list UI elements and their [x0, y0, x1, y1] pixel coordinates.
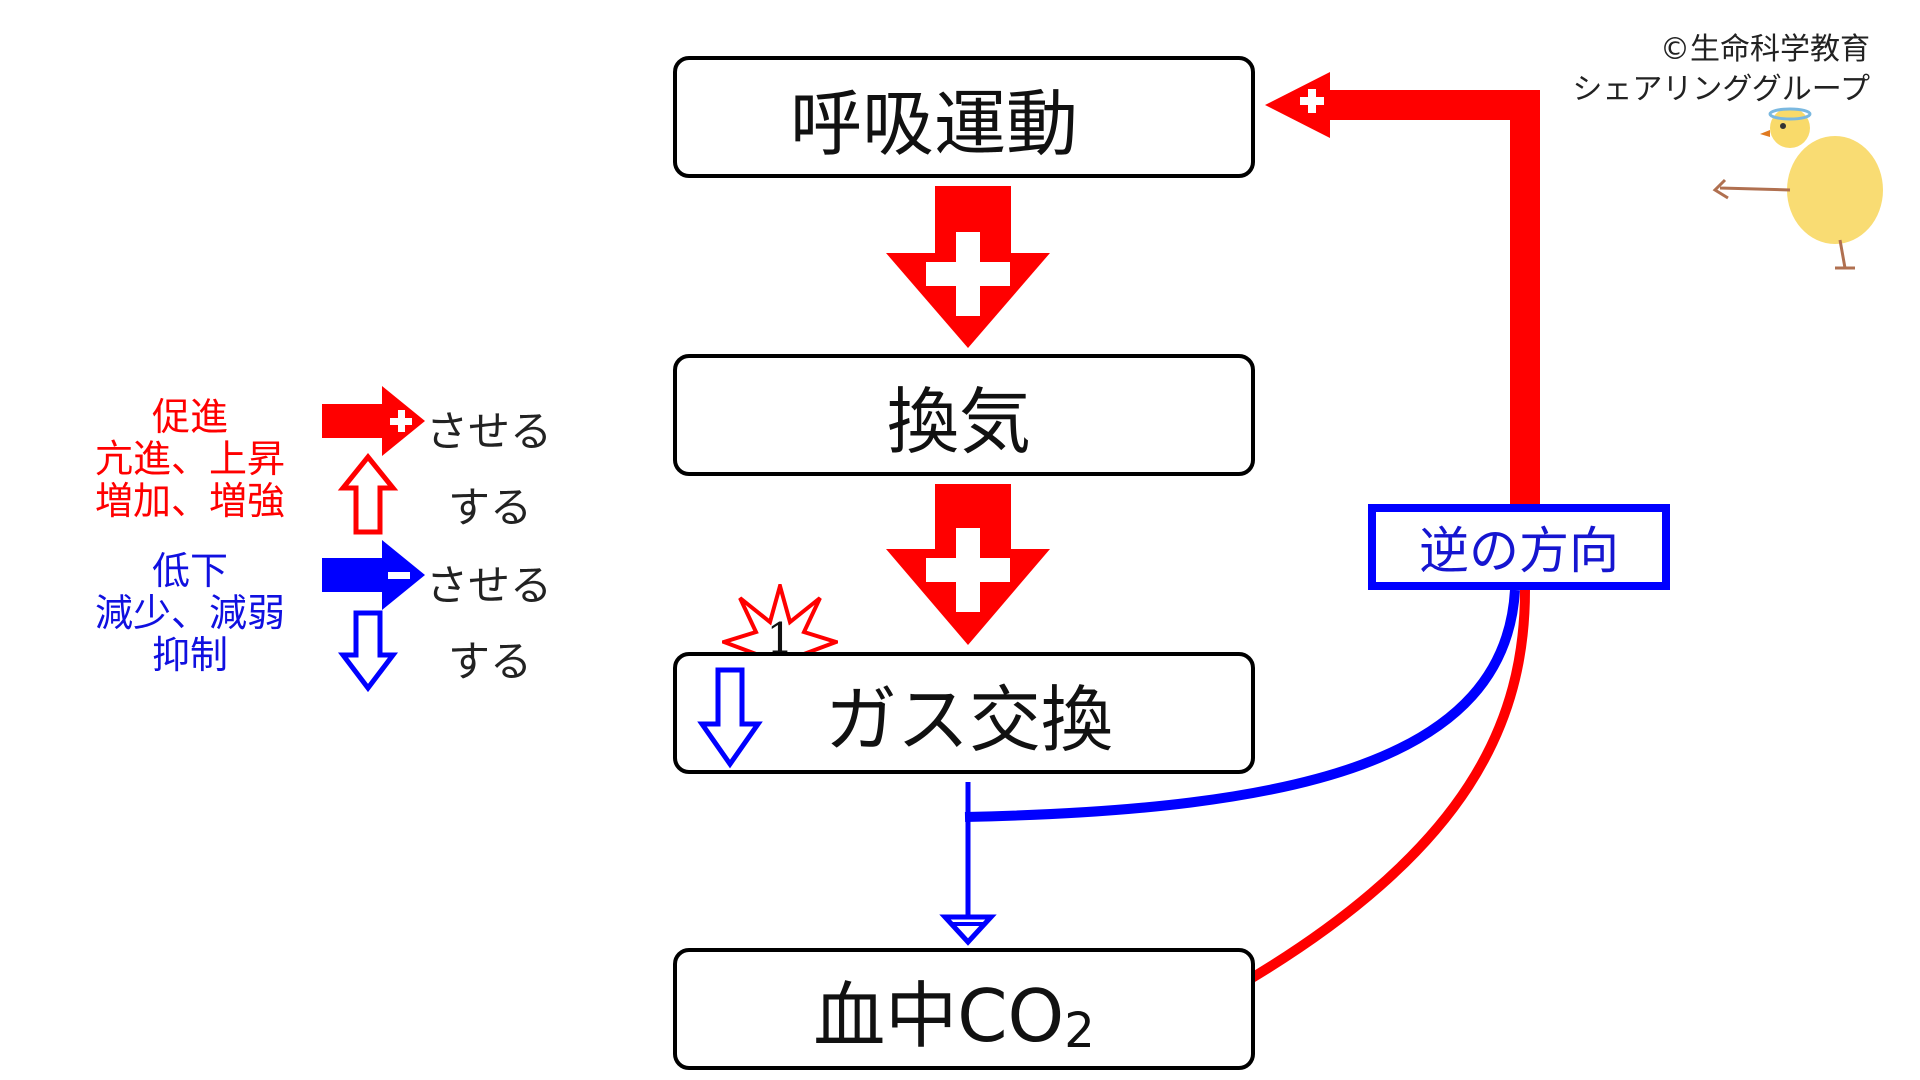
reverse-direction-label: 逆の方向 [1419, 522, 1619, 580]
legend-minus-arrow-icon [322, 540, 425, 610]
legend-hollow-down-arrow-icon [337, 610, 399, 693]
legend-causes-1: させる [426, 407, 553, 456]
gas-exchange-box: ガス交換 [673, 652, 1255, 774]
blue-small-arrowhead [939, 914, 997, 946]
feedback-red-curve [1237, 589, 1530, 990]
feedback-plus-arrowhead [1265, 72, 1330, 138]
legend-decrease-line2: 減少、減弱 [94, 591, 285, 635]
legend-plus-arrow-icon [322, 386, 425, 456]
legend-does-2: する [448, 637, 533, 686]
legend-decrease-line3: 抑制 [151, 633, 228, 677]
legend-decrease-line1: 低下 [151, 549, 228, 593]
respiratory-movement-label: 呼吸運動 [789, 81, 1078, 166]
ventilation-box: 換気 [673, 354, 1255, 476]
copyright-line2: シェアリンググループ [1572, 72, 1870, 107]
reverse-blue-curve [964, 589, 1520, 822]
legend-increase-line2: 増加、増強 [94, 479, 285, 523]
respiratory-movement-box: 呼吸運動 [673, 56, 1255, 178]
plus-arrow-icon [886, 484, 1050, 645]
legend-causes-2: させる [426, 561, 553, 610]
hollow-down-arrow-icon [697, 667, 763, 769]
legend-promote-label: 促進 [151, 395, 228, 439]
legend-increase-line1: 亢進、上昇 [94, 437, 285, 481]
reverse-direction-box: 逆の方向 [1368, 504, 1670, 590]
legend-hollow-up-arrow-icon [337, 453, 399, 535]
legend-does-1: する [448, 483, 533, 532]
plus-arrow-icon [886, 186, 1050, 348]
copyright-line1: ©生命科学教育 [1660, 32, 1870, 67]
blood-co2-label: 血中CO [813, 973, 1065, 1058]
copyright: ©生命科学教育 シェアリンググループ [1572, 30, 1870, 110]
feedback-red-line [1320, 90, 1540, 510]
ventilation-label: 換気 [886, 379, 1031, 464]
chick-illustration [1712, 107, 1883, 270]
feedback-plus-icon [1300, 89, 1324, 113]
blood-co2-subscript: 2 [1064, 1003, 1095, 1059]
gas-exchange-label: ガス交換 [824, 677, 1113, 762]
